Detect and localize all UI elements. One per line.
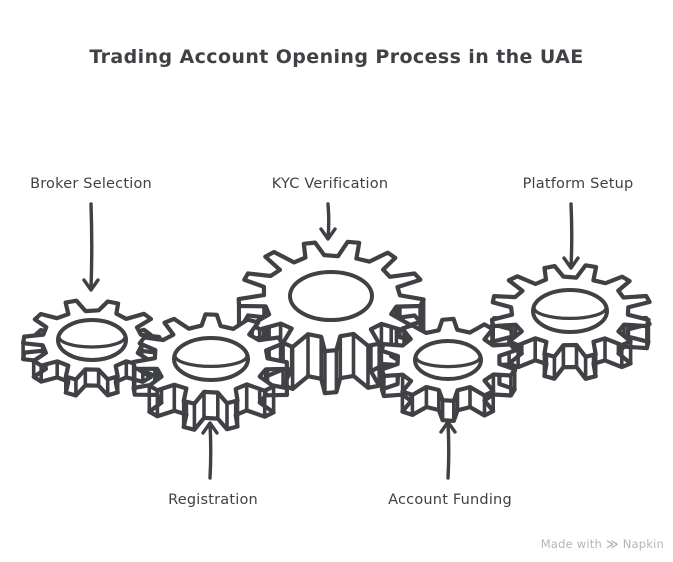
page-title: Trading Account Opening Process in the U…	[89, 46, 584, 68]
gear-broker-selection	[21, 298, 163, 398]
gear-platform-setup	[489, 263, 652, 381]
watermark-text: Made with	[540, 537, 602, 551]
watermark: Made with ≫ Napkin	[541, 537, 664, 551]
step-label-account-funding: Account Funding	[388, 492, 512, 508]
napkin-logo-icon: ≫	[605, 537, 619, 551]
arrow-account-funding	[439, 420, 457, 480]
arrow-registration	[201, 421, 219, 480]
step-label-broker-selection: Broker Selection	[30, 176, 152, 192]
arrow-platform-setup	[562, 202, 580, 270]
watermark-brand: Napkin	[622, 537, 664, 551]
arrow-kyc-verification	[319, 202, 337, 241]
step-label-registration: Registration	[168, 492, 258, 508]
arrow-broker-selection	[82, 202, 100, 292]
gear-registration	[131, 312, 290, 432]
step-label-platform-setup: Platform Setup	[522, 176, 634, 192]
step-label-kyc-verification: KYC Verification	[271, 176, 389, 192]
gear-account-funding	[379, 316, 518, 423]
